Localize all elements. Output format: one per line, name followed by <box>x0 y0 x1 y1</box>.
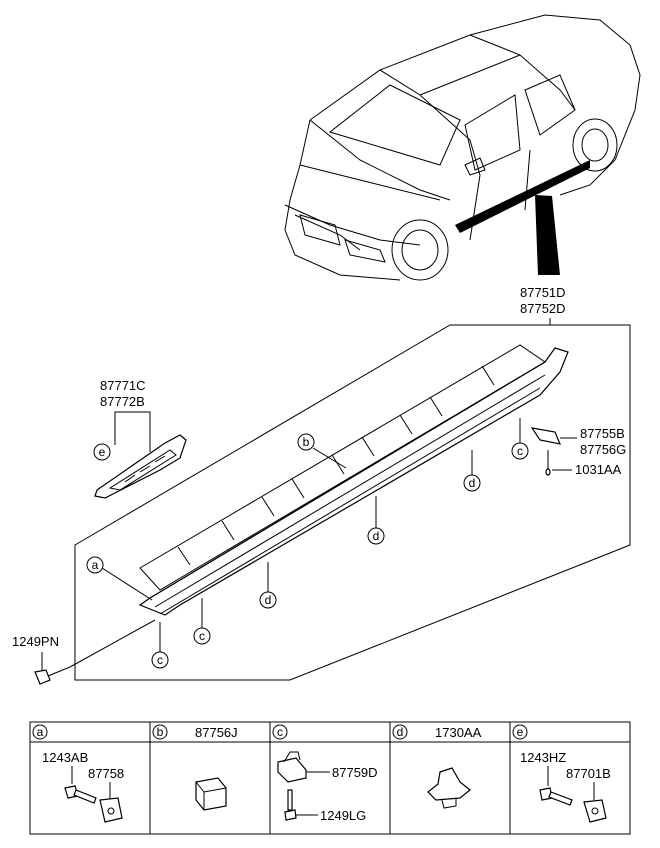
label-87772B: 87772B <box>100 394 145 409</box>
label-1249PN: 1249PN <box>12 634 59 649</box>
clip-1031AA <box>545 450 572 476</box>
nut-87758 <box>99 797 123 823</box>
part-1730AA: 1730AA <box>435 725 482 740</box>
flange-strip <box>139 344 546 591</box>
svg-text:a: a <box>92 558 99 572</box>
callout-c-2: c <box>193 598 211 645</box>
callout-d-2: d <box>367 496 385 545</box>
garnish-bracket-line <box>114 411 151 452</box>
car-illustration <box>284 14 641 281</box>
clip-1730AA <box>427 767 471 809</box>
table-header-c: c <box>272 724 288 740</box>
svg-text:c: c <box>517 444 523 458</box>
callout-d-3: d <box>463 450 481 492</box>
nut-87701B <box>583 799 607 823</box>
part-1249LG: 1249LG <box>320 808 366 823</box>
label-87771C: 87771C <box>100 378 146 393</box>
svg-text:c: c <box>277 725 283 739</box>
callout-e-garnish: e <box>93 443 111 461</box>
label-87755B: 87755B <box>580 426 625 441</box>
part-87758: 87758 <box>88 766 124 781</box>
callout-c-3: c <box>511 418 529 460</box>
callout-d-1: d <box>259 562 277 609</box>
label-87752D: 87752D <box>520 301 566 316</box>
svg-text:c: c <box>157 653 163 667</box>
part-1243AB: 1243AB <box>42 750 88 765</box>
label-87756G: 87756G <box>580 442 626 457</box>
exploded-view-boundary <box>74 324 631 681</box>
callout-c-1: c <box>151 622 169 669</box>
svg-text:a: a <box>37 725 44 739</box>
table-header-d: d 1730AA <box>392 724 482 740</box>
svg-text:d: d <box>373 529 380 543</box>
part-87756J: 87756J <box>195 725 238 740</box>
svg-text:d: d <box>469 476 476 490</box>
pointer-arrow <box>535 195 560 275</box>
bolt-1243HZ <box>539 787 573 806</box>
bracket-part <box>530 427 577 445</box>
clip-87756J <box>195 777 227 811</box>
part-87759D: 87759D <box>332 765 378 780</box>
label-87751D: 87751D <box>520 285 566 300</box>
screw-1249PN <box>34 619 156 685</box>
callout-b-sill: b <box>297 433 347 469</box>
part-1243HZ: 1243HZ <box>520 750 566 765</box>
table-header-b: b 87756J <box>152 724 238 740</box>
bolt-1243AB <box>64 785 97 804</box>
label-1031AA: 1031AA <box>575 462 622 477</box>
svg-text:d: d <box>397 725 404 739</box>
side-sill-molding <box>138 347 569 616</box>
clip-87759D <box>277 751 307 783</box>
sill-highlight <box>455 160 590 233</box>
table-header-a: a <box>32 724 48 740</box>
table-header-e: e <box>512 724 528 740</box>
screw-1249LG <box>284 789 297 821</box>
side-garnish-part <box>94 434 187 499</box>
part-87701B: 87701B <box>566 766 611 781</box>
svg-text:b: b <box>157 725 164 739</box>
callout-a-sill: a <box>86 556 153 601</box>
svg-text:c: c <box>199 629 205 643</box>
svg-text:e: e <box>517 725 524 739</box>
svg-text:d: d <box>265 593 272 607</box>
svg-text:e: e <box>99 445 106 459</box>
legend-table <box>29 721 631 835</box>
svg-text:b: b <box>303 435 310 449</box>
